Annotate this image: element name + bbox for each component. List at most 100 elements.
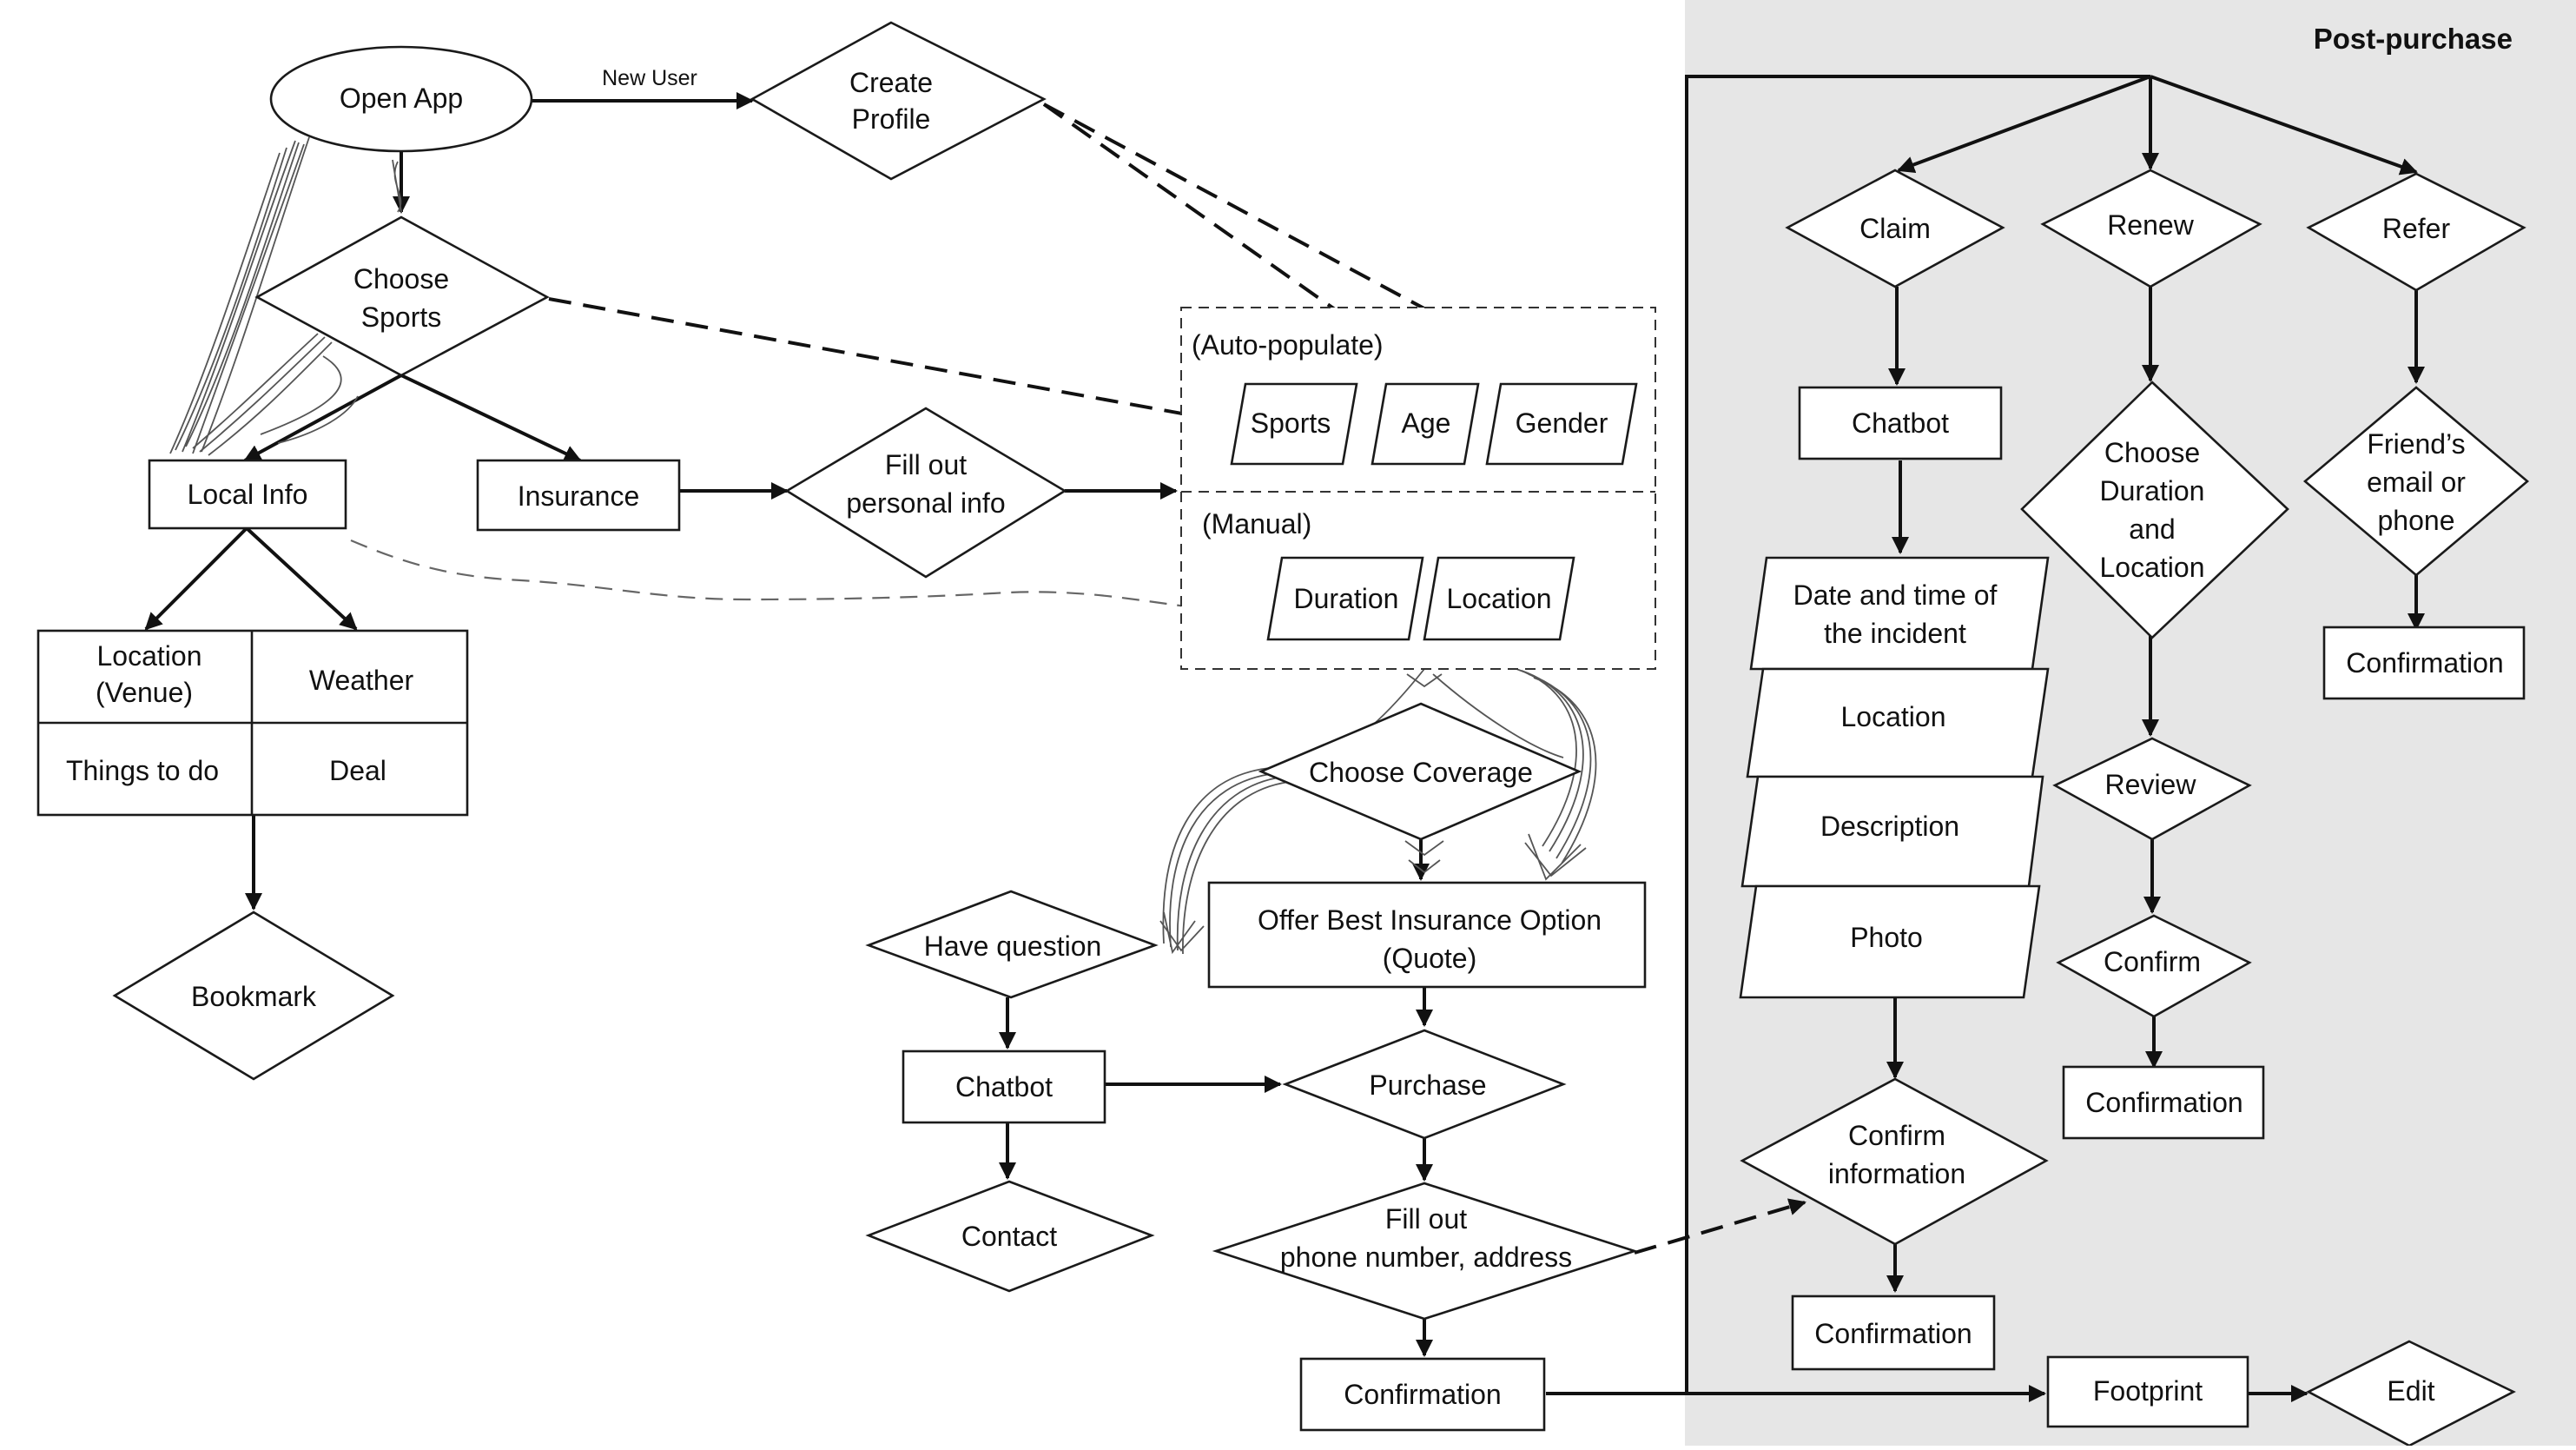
- svg-text:Renew: Renew: [2107, 209, 2195, 241]
- node-bookmark: Bookmark: [112, 910, 395, 1081]
- node-review: Review: [2052, 737, 2252, 841]
- edge-label-new-user: New User: [602, 66, 697, 90]
- auto-populate-label: (Auto-populate): [1192, 329, 1384, 361]
- svg-text:phone: phone: [2378, 505, 2455, 536]
- svg-text:Chatbot: Chatbot: [955, 1071, 1053, 1102]
- svg-text:Open App: Open App: [340, 83, 463, 114]
- svg-text:Edit: Edit: [2387, 1375, 2434, 1407]
- svg-text:personal info: personal info: [846, 487, 1005, 519]
- node-renew: Renew: [2040, 169, 2262, 288]
- svg-text:Sports: Sports: [361, 301, 441, 333]
- edge-trunk-claim: [1897, 75, 2151, 174]
- svg-text:Confirm: Confirm: [1848, 1120, 1945, 1151]
- svg-text:Photo: Photo: [1850, 922, 1923, 953]
- grid-location-venue-sub: (Venue): [96, 677, 193, 708]
- node-create-profile: Create Profile: [750, 21, 1047, 181]
- svg-text:Location: Location: [2100, 552, 2205, 583]
- node-footprint: Footprint: [2046, 1355, 2249, 1428]
- node-friends-contact: Friend’s email or phone: [2302, 386, 2530, 577]
- svg-text:Have question: Have question: [924, 930, 1102, 962]
- grid-deal: Deal: [329, 755, 386, 786]
- node-chatbot-claim: Chatbot: [1798, 386, 2003, 460]
- svg-text:Location: Location: [1447, 583, 1552, 614]
- node-have-question: Have question: [865, 890, 1159, 999]
- svg-text:Location: Location: [1841, 701, 1946, 732]
- svg-text:Claim: Claim: [1859, 213, 1931, 244]
- svg-text:information: information: [1828, 1158, 1965, 1189]
- node-confirm-information: Confirm information: [1740, 1077, 2049, 1246]
- panel-title: Post-purchase: [2314, 23, 2513, 55]
- field-claim-location: Location: [1746, 667, 2050, 778]
- local-info-grid: Location (Venue) Weather Things to do De…: [36, 629, 469, 817]
- node-choose-sports: Choose Sports: [254, 215, 550, 377]
- node-refer: Refer: [2306, 172, 2526, 292]
- svg-text:Contact: Contact: [961, 1221, 1057, 1252]
- svg-text:Profile: Profile: [852, 103, 931, 135]
- field-age: Age: [1371, 382, 1480, 466]
- node-claim: Claim: [1785, 169, 2005, 288]
- node-chatbot-left: Chatbot: [902, 1049, 1106, 1124]
- edge-localinfo-weather: [245, 526, 358, 631]
- svg-text:Date and time of: Date and time of: [1793, 579, 1998, 611]
- svg-text:Local Info: Local Info: [188, 479, 308, 510]
- node-edit: Edit: [2306, 1340, 2516, 1447]
- field-date-time: Date and time of the incident: [1749, 556, 2050, 671]
- svg-text:Sports: Sports: [1251, 407, 1331, 439]
- svg-text:Duration: Duration: [1294, 583, 1399, 614]
- node-open-app: Open App: [269, 45, 533, 153]
- field-location: Location: [1423, 556, 1575, 641]
- svg-text:Footprint: Footprint: [2093, 1375, 2203, 1407]
- grid-location-venue: Location: [97, 640, 202, 672]
- node-choose-duration-location: Choose Duration and Location: [2020, 381, 2289, 639]
- svg-text:Gender: Gender: [1516, 407, 1608, 439]
- svg-text:Create: Create: [849, 67, 933, 98]
- svg-text:Choose Coverage: Choose Coverage: [1309, 757, 1533, 788]
- svg-text:Confirmation: Confirmation: [1814, 1318, 1972, 1349]
- svg-text:Friend’s: Friend’s: [2367, 428, 2465, 460]
- info-fields-box: (Auto-populate) (Manual): [1180, 307, 1656, 670]
- svg-text:the incident: the incident: [1824, 618, 1966, 649]
- svg-text:(Quote): (Quote): [1383, 943, 1476, 974]
- node-confirmation-refer: Confirmation: [2322, 626, 2526, 700]
- node-choose-coverage: Choose Coverage: [1258, 702, 1582, 841]
- field-sports: Sports: [1230, 382, 1358, 466]
- svg-text:Choose: Choose: [353, 263, 449, 295]
- node-local-info: Local Info: [148, 459, 347, 530]
- edge-post-purchase-trunk: [1685, 75, 2150, 1394]
- svg-text:Refer: Refer: [2382, 213, 2451, 244]
- svg-text:Confirmation: Confirmation: [1344, 1379, 1501, 1410]
- field-duration: Duration: [1266, 556, 1424, 641]
- node-offer-best-option: Offer Best Insurance Option (Quote): [1207, 881, 1647, 989]
- svg-text:Fill out: Fill out: [1385, 1203, 1467, 1235]
- svg-text:phone number, address: phone number, address: [1280, 1241, 1572, 1273]
- svg-text:Confirmation: Confirmation: [2085, 1087, 2242, 1118]
- node-confirmation-renew: Confirmation: [2062, 1065, 2265, 1140]
- edge-choosesports-localinfo: [243, 374, 402, 462]
- svg-text:Choose: Choose: [2104, 437, 2200, 468]
- dashed-choosesports-sports: [548, 297, 1232, 428]
- svg-text:Review: Review: [2105, 769, 2197, 800]
- node-purchase: Purchase: [1282, 1029, 1567, 1140]
- edges: [144, 75, 2425, 1402]
- edge-localinfo-venue: [144, 526, 248, 631]
- svg-text:Duration: Duration: [2100, 475, 2205, 507]
- svg-text:Chatbot: Chatbot: [1852, 407, 1949, 439]
- node-contact: Contact: [865, 1180, 1155, 1293]
- dashed-localinfo-duration: [350, 539, 1265, 630]
- svg-text:Bookmark: Bookmark: [191, 981, 317, 1012]
- svg-text:Confirm: Confirm: [2104, 946, 2201, 977]
- grid-weather: Weather: [309, 665, 414, 696]
- node-insurance: Insurance: [476, 459, 681, 532]
- svg-text:and: and: [2129, 513, 2175, 545]
- node-confirm: Confirm: [2056, 914, 2252, 1018]
- node-confirmation-claim: Confirmation: [1791, 1294, 1996, 1371]
- svg-text:Age: Age: [1402, 407, 1451, 439]
- svg-text:Fill out: Fill out: [885, 449, 967, 480]
- svg-text:Purchase: Purchase: [1369, 1069, 1486, 1101]
- field-description: Description: [1740, 775, 2044, 888]
- dashed-fillphone-confirminfo: [1634, 1198, 1807, 1255]
- grid-things-to-do: Things to do: [66, 755, 219, 786]
- edge-trunk-refer: [2150, 75, 2418, 175]
